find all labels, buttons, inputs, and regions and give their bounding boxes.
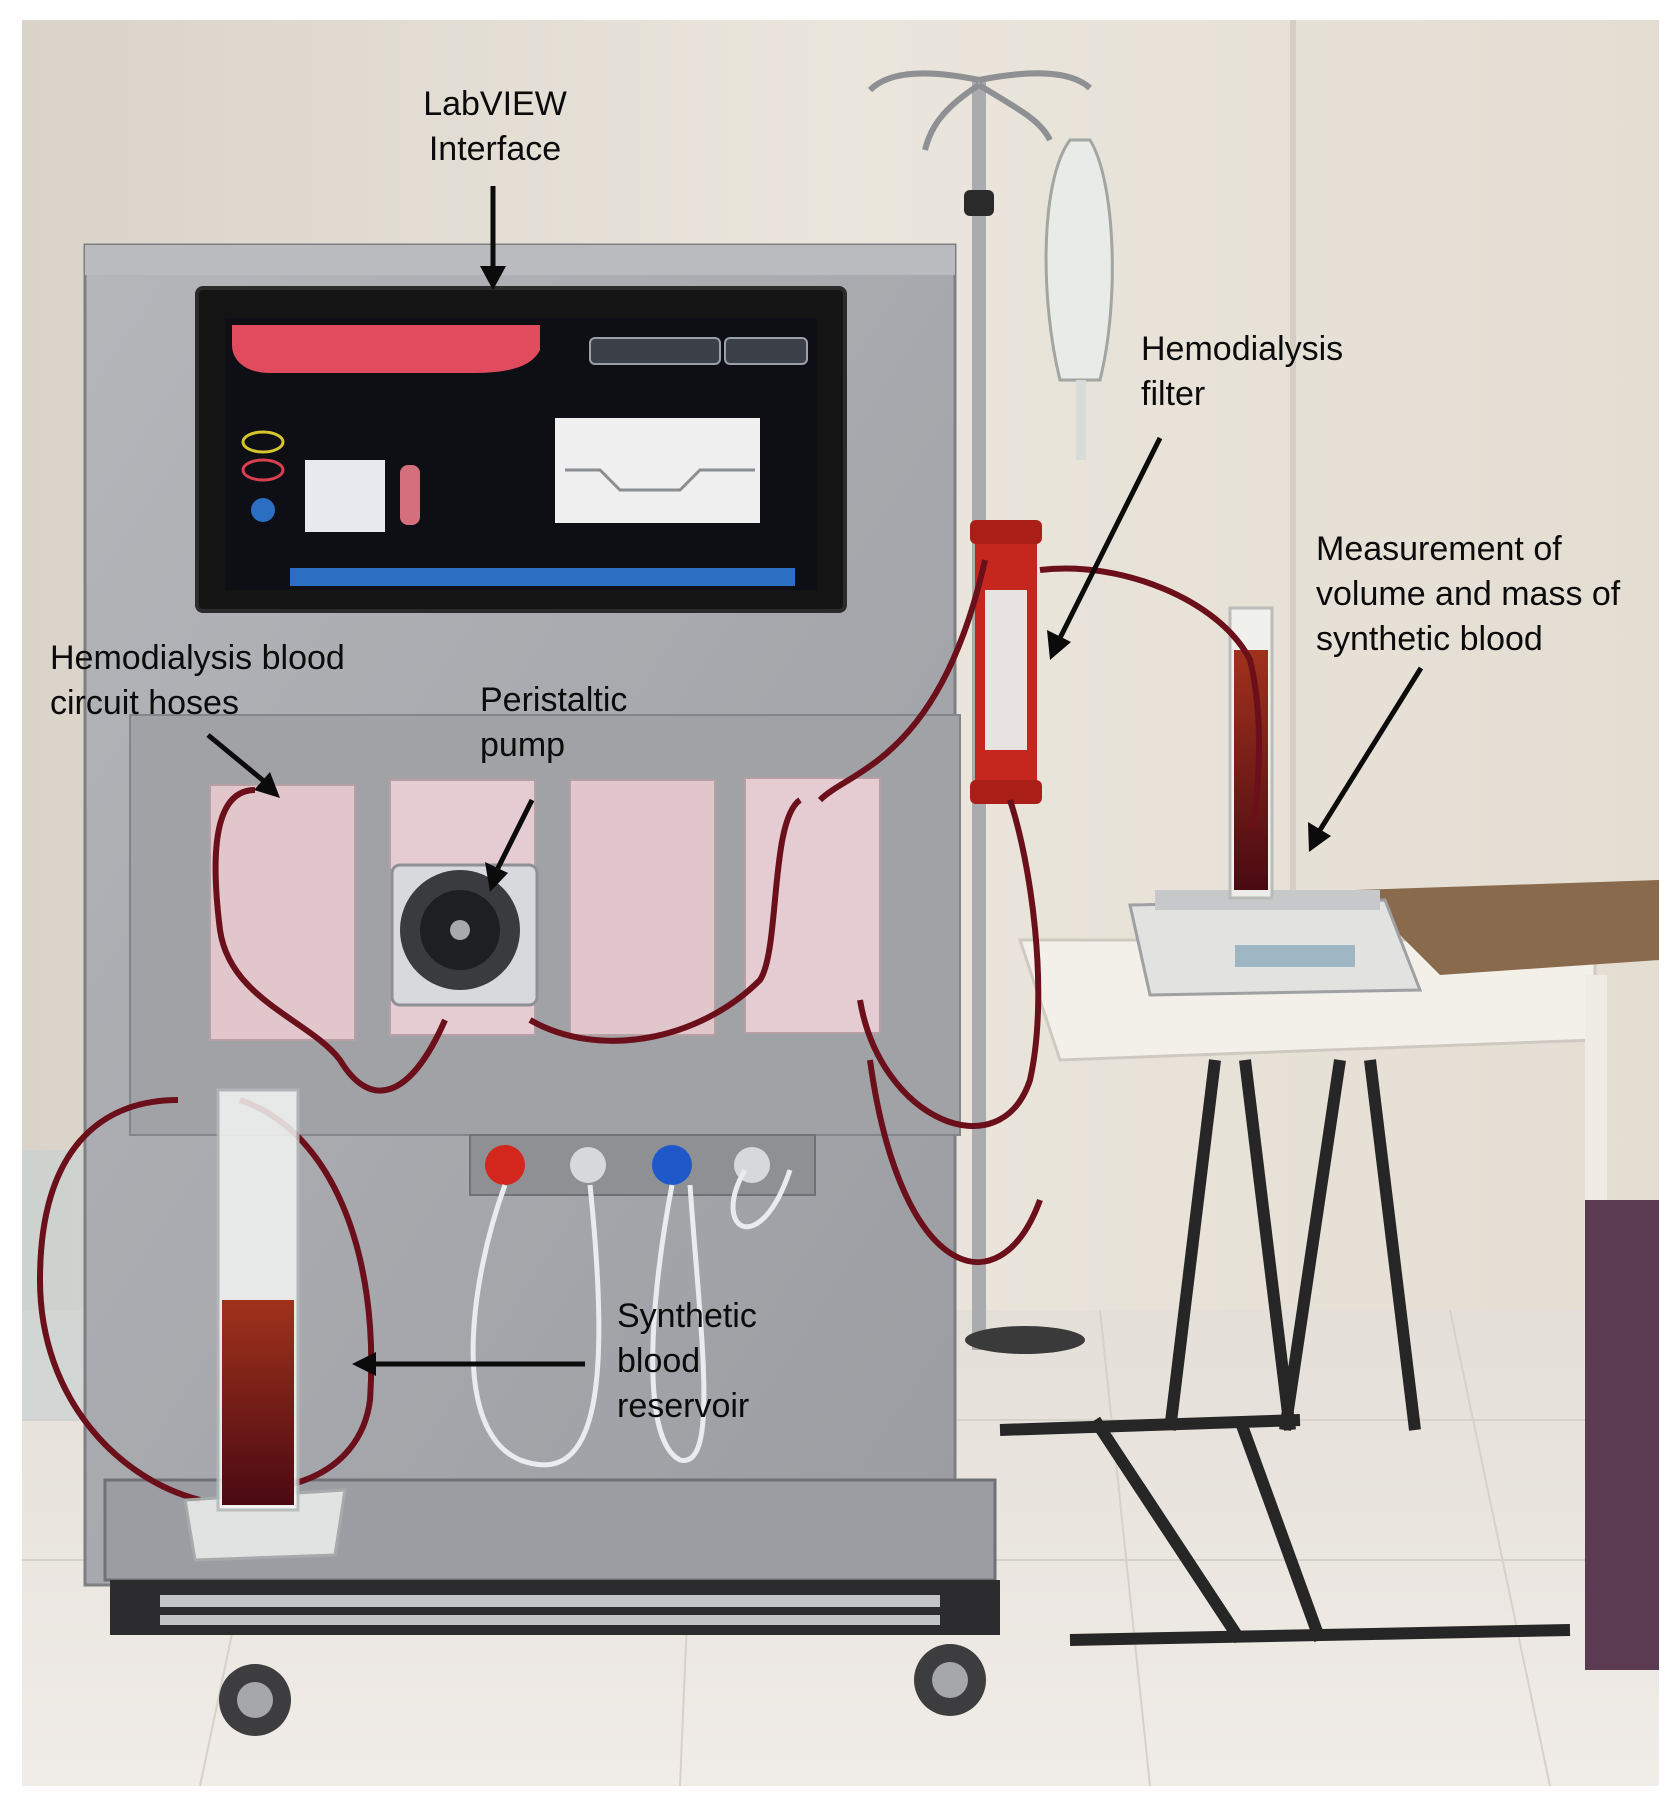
arrowhead-hoses: [254, 772, 280, 798]
blood-reservoir-cylinder: [183, 1088, 347, 1562]
arrowhead-labview: [480, 266, 506, 290]
label-peristaltic-pump: Peristaltic pump: [480, 681, 628, 764]
arrow-hoses: [206, 733, 267, 784]
arrowhead-filter: [1047, 630, 1071, 660]
hemodialysis-filter: [970, 520, 1042, 804]
wall-corner-right: [1290, 20, 1296, 920]
label-hemodialysis-filter: Hemodialysis filter: [1141, 330, 1344, 413]
arrow-measurement: [1317, 666, 1424, 832]
balance-scale: [1128, 890, 1423, 997]
label-measurement: Measurement of volume and mass of synthe…: [1316, 530, 1621, 658]
peristaltic-pump: [390, 863, 539, 1007]
label-blood-circuit-hoses: Hemodialysis blood circuit hoses: [50, 639, 345, 722]
cylinder-on-scale: [1228, 606, 1274, 900]
iv-bag: [1044, 138, 1114, 460]
arrow-filter: [1057, 436, 1163, 640]
clear-tubes: [470, 1168, 793, 1468]
label-synthetic-blood-reservoir: Synthetic blood reservoir: [617, 1297, 757, 1425]
purple-bin: [1585, 1200, 1659, 1670]
label-labview-interface: LabVIEW Interface: [423, 85, 567, 168]
arrowhead-pump: [485, 862, 508, 892]
labview-monitor: [195, 286, 847, 613]
arrow-pump: [494, 798, 535, 872]
annotation-arrows: [206, 186, 1424, 1376]
wheels: [219, 1644, 986, 1736]
arrowhead-reservoir: [352, 1352, 376, 1376]
arrowhead-measurement: [1308, 822, 1331, 852]
